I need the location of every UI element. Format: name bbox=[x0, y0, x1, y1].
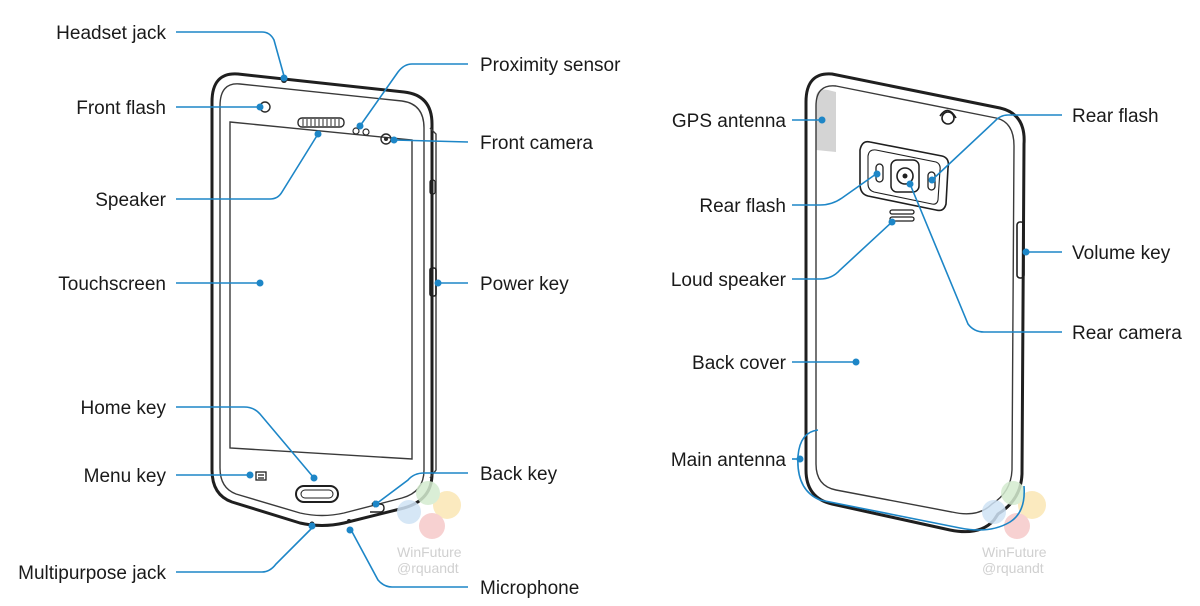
watermark-right-line1: WinFuture bbox=[982, 544, 1047, 560]
watermark-right: WinFuture @rquandt bbox=[982, 481, 1047, 576]
label-volume-key: Volume key bbox=[1072, 243, 1171, 264]
rear-top-notch bbox=[939, 109, 957, 119]
front-phone-side-edge bbox=[429, 127, 437, 479]
label-home-key: Home key bbox=[80, 398, 166, 419]
main-antenna-outline bbox=[797, 429, 1026, 531]
front-camera-lens-icon bbox=[384, 137, 388, 141]
dot-headset-jack bbox=[280, 74, 288, 82]
label-touchscreen: Touchscreen bbox=[58, 274, 166, 295]
dot-menu-key bbox=[246, 471, 254, 479]
label-front-camera: Front camera bbox=[480, 133, 593, 154]
rear-camera-module-inner bbox=[867, 149, 941, 205]
rear-phone-inner-edge bbox=[815, 85, 1015, 515]
menu-key-icon bbox=[255, 471, 267, 481]
callout-dots bbox=[246, 74, 1030, 534]
front-speaker-grille bbox=[297, 117, 345, 128]
label-rear-flash-right: Rear flash bbox=[1072, 106, 1159, 127]
leader-rear-camera bbox=[909, 183, 1062, 333]
leader-front-camera bbox=[393, 139, 469, 143]
dot-front-flash bbox=[256, 103, 264, 111]
home-key-inner-icon bbox=[300, 489, 334, 499]
rear-flash-top-icon bbox=[941, 111, 955, 125]
rear-phone-body bbox=[804, 72, 1026, 534]
dot-microphone bbox=[346, 526, 354, 534]
label-back-key: Back key bbox=[480, 464, 558, 485]
leader-loud-speaker bbox=[792, 221, 893, 280]
dot-speaker bbox=[314, 130, 322, 138]
watermark-right-line2: @rquandt bbox=[982, 560, 1044, 576]
rear-labels: GPS antenna Rear flash Loud speaker Back… bbox=[671, 106, 1182, 471]
leader-speaker bbox=[176, 133, 319, 200]
dot-main-antenna bbox=[796, 455, 804, 463]
proximity-sensor-icon bbox=[352, 127, 360, 135]
dot-power-key bbox=[434, 279, 442, 287]
dot-back-key bbox=[372, 500, 380, 508]
dot-gps-antenna bbox=[818, 116, 826, 124]
proximity-sensor-icon-2 bbox=[362, 128, 370, 136]
dot-proximity-sensor bbox=[356, 122, 364, 130]
dot-rear-camera bbox=[906, 180, 914, 188]
watermark-left-line2: @rquandt bbox=[397, 560, 459, 576]
front-side-notch-icon bbox=[429, 179, 436, 195]
front-phone-bezel bbox=[219, 83, 425, 517]
label-loud-speaker: Loud speaker bbox=[671, 270, 787, 291]
dot-back-cover bbox=[852, 358, 860, 366]
leader-rear-flash-left bbox=[792, 173, 877, 206]
label-headset-jack: Headset jack bbox=[56, 23, 166, 44]
home-key-icon bbox=[295, 485, 339, 503]
dot-rear-flash-left bbox=[873, 170, 881, 178]
dot-home-key bbox=[310, 474, 318, 482]
label-rear-camera: Rear camera bbox=[1072, 323, 1182, 344]
front-speaker-holes bbox=[302, 119, 340, 126]
loud-speaker-icon bbox=[889, 209, 915, 222]
leader-proximity-sensor bbox=[359, 63, 468, 127]
label-multipurpose-jack: Multipurpose jack bbox=[18, 563, 166, 584]
label-front-flash: Front flash bbox=[76, 98, 166, 119]
leader-rear-flash-right bbox=[931, 114, 1062, 181]
front-phone bbox=[210, 72, 437, 527]
rear-camera-lens-icon bbox=[902, 173, 908, 179]
callout-leaders bbox=[176, 31, 1062, 588]
front-phone-body bbox=[210, 72, 434, 527]
dot-multipurpose-jack bbox=[308, 522, 316, 530]
leader-multipurpose-jack bbox=[176, 527, 313, 573]
label-microphone: Microphone bbox=[480, 578, 579, 599]
rear-camera-module bbox=[859, 140, 950, 212]
front-labels: Headset jack Front flash Speaker Touchsc… bbox=[18, 23, 621, 599]
label-menu-key: Menu key bbox=[84, 466, 167, 487]
dot-rear-flash-right bbox=[928, 176, 936, 184]
dot-front-camera bbox=[390, 136, 398, 144]
rear-camera-icon bbox=[896, 167, 914, 185]
label-speaker: Speaker bbox=[95, 190, 166, 211]
leader-back-key bbox=[375, 472, 468, 505]
label-rear-flash-left: Rear flash bbox=[699, 196, 786, 217]
label-back-cover: Back cover bbox=[692, 353, 787, 374]
label-main-antenna: Main antenna bbox=[671, 450, 787, 471]
leader-headset-jack bbox=[176, 31, 285, 77]
dot-touchscreen bbox=[256, 279, 264, 287]
dot-loud-speaker bbox=[888, 218, 896, 226]
rear-phone bbox=[804, 72, 1026, 534]
gps-antenna-area bbox=[816, 89, 836, 152]
leader-microphone bbox=[349, 527, 468, 588]
label-proximity-sensor: Proximity sensor bbox=[480, 55, 621, 76]
watermark-left: WinFuture @rquandt bbox=[397, 481, 462, 576]
rear-camera-lens-housing bbox=[890, 159, 920, 193]
dot-volume-key bbox=[1022, 248, 1030, 256]
label-gps-antenna: GPS antenna bbox=[672, 111, 787, 132]
leader-home-key bbox=[176, 406, 315, 479]
label-power-key: Power key bbox=[480, 274, 569, 295]
microphone-icon bbox=[347, 519, 351, 523]
front-screen bbox=[229, 121, 413, 460]
watermark-left-line1: WinFuture bbox=[397, 544, 462, 560]
